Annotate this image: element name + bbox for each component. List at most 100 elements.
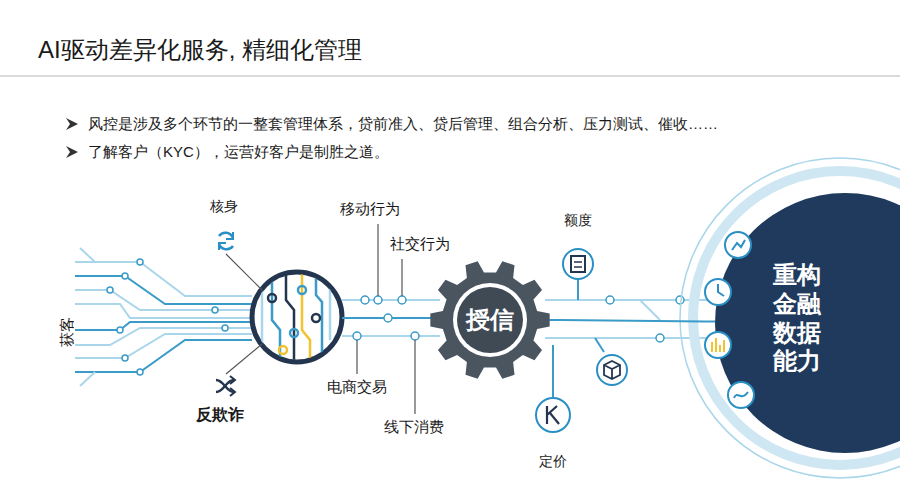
- circuit-dot: [384, 314, 392, 322]
- pricing-icon: [536, 398, 570, 432]
- circuit-dot: [411, 332, 419, 340]
- refresh-icon: [219, 233, 233, 238]
- circuit-dot: [137, 369, 143, 375]
- data-circle: [312, 314, 320, 322]
- data-circle: [252, 272, 342, 362]
- circuit-dot: [361, 296, 369, 304]
- function-label: 反欺诈: [196, 405, 244, 426]
- circuit-dot: [107, 287, 113, 293]
- data-circle: [329, 278, 332, 340]
- circuit-dot: [656, 334, 664, 342]
- circuit-dot: [122, 273, 128, 279]
- output-label: 定价: [539, 453, 567, 471]
- circuit-wire: [595, 338, 604, 352]
- leader-line: [226, 344, 262, 374]
- circuit-wire: [75, 304, 252, 318]
- leader-line: [401, 259, 402, 296]
- circuit-wire: [80, 248, 95, 262]
- data-icon: [728, 382, 754, 408]
- data-icon: [725, 232, 751, 258]
- quota-icon: [563, 249, 593, 279]
- circuit-dot: [212, 307, 218, 313]
- outer-ring: [693, 171, 900, 465]
- circuit-dot: [137, 259, 143, 265]
- leader-line: [226, 224, 415, 414]
- gear-hub: [457, 287, 523, 353]
- refresh-icon: [219, 243, 226, 250]
- circuit-dot: [374, 296, 382, 304]
- process-gear: 授信: [430, 260, 550, 380]
- circuit-wire: [75, 290, 252, 310]
- outer-ring: [680, 158, 900, 478]
- data-circle: [279, 346, 287, 354]
- refresh-icon: [219, 232, 233, 250]
- shuffle-icon: [230, 388, 235, 396]
- bullet-marker: [66, 146, 78, 158]
- data-icon: [732, 240, 745, 250]
- data-circle: [261, 290, 264, 350]
- slide-title: AI驱动差异化服务, 精细化管理: [38, 34, 362, 66]
- circuit-dot: [606, 296, 614, 304]
- circuit-dot: [122, 355, 128, 361]
- connector-wire: [546, 320, 715, 322]
- circuit-wire: [75, 248, 252, 386]
- data-icon: [718, 284, 724, 296]
- node-text: 重构 金融 数据 能力: [769, 261, 824, 376]
- pricing-icon: [547, 406, 559, 424]
- node-text: 授信: [466, 306, 514, 335]
- title-rule: [0, 75, 900, 77]
- circuit-dot: [117, 327, 123, 333]
- bullet-text: 了解客户（KYC），运营好客户是制胜之道。: [88, 143, 389, 162]
- circuit-wire: [80, 372, 95, 386]
- function-label: 核身: [210, 198, 238, 216]
- leader-line: [414, 340, 415, 414]
- circuit-dot: [107, 259, 228, 375]
- cube-icon: [604, 361, 620, 379]
- data-source-label: 电商交易: [327, 378, 387, 397]
- data-icon: [705, 332, 731, 358]
- data-source-label: 移动行为: [340, 200, 400, 219]
- circuit-dot: [606, 296, 684, 342]
- data-icon: [705, 279, 731, 305]
- circuit-wire: [342, 300, 440, 336]
- output-label: 额度: [564, 212, 592, 230]
- quota-icon: [571, 256, 585, 272]
- quota-icon: [563, 249, 593, 279]
- circuit-wire: [75, 340, 252, 372]
- circuit-wire: [640, 300, 660, 320]
- side-label: 获客: [58, 317, 77, 347]
- data-circle: [268, 294, 276, 302]
- data-source-label: 社交行为: [390, 235, 450, 254]
- gear-ring: [453, 283, 527, 357]
- circuit-dot: [398, 296, 406, 304]
- shuffle-icon: [216, 376, 235, 396]
- cube-icon: [597, 355, 627, 385]
- quota-icon: [574, 262, 582, 267]
- data-circle: [290, 329, 298, 337]
- circuit-wire: [552, 345, 554, 397]
- circuit-dot: [353, 296, 419, 340]
- data-circle: [298, 286, 306, 294]
- data-icon: [734, 392, 748, 398]
- data-source-label: 线下消费: [384, 418, 444, 437]
- shuffle-icon: [230, 376, 235, 384]
- gear-outline: [430, 261, 549, 378]
- circuit-wire: [342, 299, 440, 301]
- data-icon: [712, 338, 724, 352]
- leader-line: [377, 224, 378, 296]
- pricing-icon: [536, 398, 570, 432]
- leader-line: [226, 254, 262, 290]
- bullet-marker: [66, 118, 78, 130]
- data-icon: [705, 232, 754, 408]
- outer-ring: [680, 158, 900, 478]
- circuit-dot: [222, 325, 228, 331]
- circuit-dot: [353, 332, 361, 340]
- refresh-icon: [226, 232, 233, 239]
- result-circle: 重构 金融 数据 能力: [715, 193, 900, 453]
- leader-line: [356, 340, 357, 374]
- bullet-marker: [66, 118, 78, 158]
- cube-icon: [597, 355, 627, 385]
- data-circle: [262, 272, 330, 362]
- circuit-wire: [577, 279, 579, 300]
